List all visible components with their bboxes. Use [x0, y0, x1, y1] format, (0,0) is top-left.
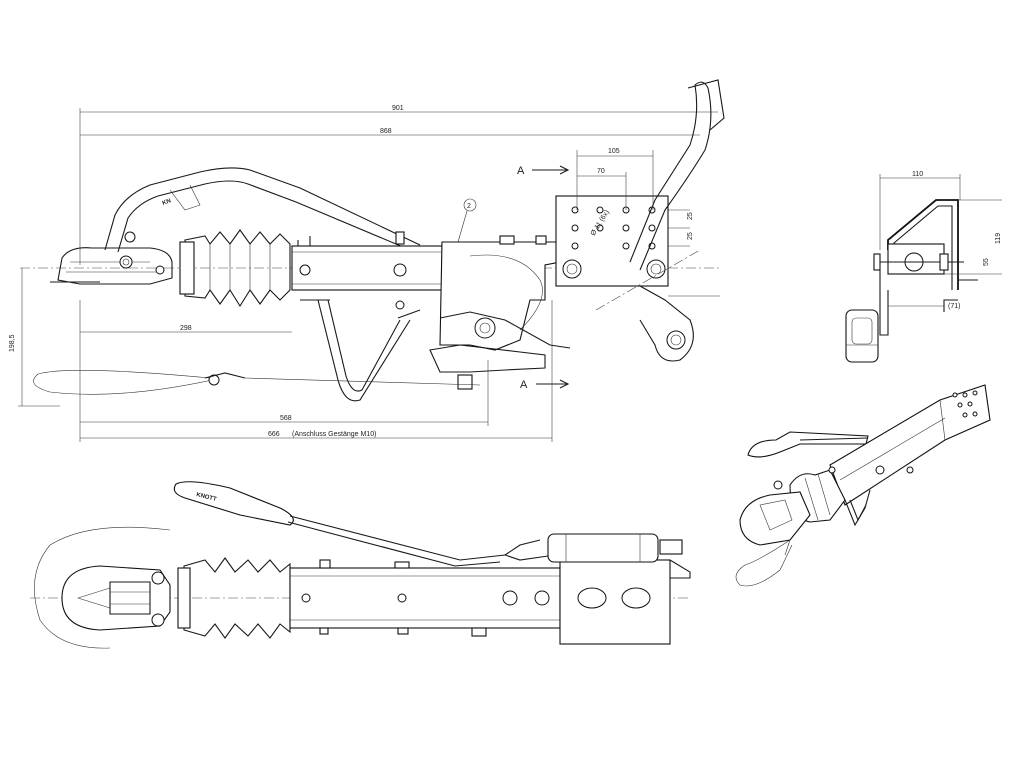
coupling-head — [50, 247, 173, 285]
dim-666-text: 666 — [268, 431, 280, 438]
iso-coupling-head — [739, 491, 811, 546]
knott-logo-top: KNOTT — [196, 492, 218, 503]
brake-housing-side — [395, 231, 571, 390]
dim-901: 901 — [79, 105, 718, 265]
bellows-side — [179, 229, 291, 308]
dim-119-text: 119 — [995, 233, 1002, 244]
dim-70-text: 70 — [597, 168, 605, 175]
top-view: KNOTT — [30, 481, 691, 649]
dim-198: 198,5 — [9, 268, 60, 407]
iso-drawbar — [829, 384, 991, 506]
dim-868-text: 868 — [380, 128, 392, 135]
damper-section — [845, 309, 879, 363]
dim-25a-text: 25 — [687, 212, 694, 220]
hand-brake-lever-top: KNOTT — [173, 481, 506, 567]
support-leg — [300, 299, 421, 402]
dim-71-text: (71) — [948, 303, 960, 310]
coupling-head-top — [61, 565, 171, 631]
dim-901-text: 901 — [392, 105, 404, 112]
dim-110-text: 110 — [912, 171, 923, 178]
drawbar-side — [291, 236, 443, 310]
mounting-plate-side — [555, 195, 701, 362]
dim-55-text: 55 — [983, 258, 990, 266]
iso-hand-lever — [747, 431, 869, 458]
dim-298: 298 — [80, 325, 292, 333]
bellows-top — [177, 557, 291, 639]
section-a-bottom-label: A — [520, 379, 528, 391]
drawbar-tube — [291, 245, 443, 291]
dim-298-text: 298 — [180, 325, 192, 332]
dim-868: 868 — [80, 128, 700, 136]
damper-top — [503, 533, 683, 563]
flange-plate-top — [559, 559, 671, 645]
hand-brake-lever-side — [629, 79, 725, 271]
mounting-plate-top — [559, 559, 691, 645]
dim-568-text: 568 — [280, 415, 292, 422]
section-view-a-a: 110 119 55 (71) — [845, 171, 1002, 363]
pivot-bolt — [474, 317, 496, 339]
dim-568: 568 — [80, 360, 489, 426]
dim-105-text: 105 — [608, 148, 620, 155]
coupling-ball-bolt — [119, 255, 133, 269]
section-a-top-label: A — [517, 165, 525, 177]
dim-198-text: 198,5 — [9, 334, 16, 352]
item-2-text: 2 — [467, 203, 471, 210]
dim-666-note: (Anschluss Gestänge M10) — [292, 431, 376, 438]
knott-logo-side: KN — [162, 198, 172, 207]
dim-25b-text: 25 — [687, 232, 694, 240]
item-callout-2: 2 — [457, 198, 477, 243]
breakaway-cable-top — [34, 526, 171, 649]
dim-666: 666 (Anschluss Gestänge M10) — [79, 300, 553, 442]
coupling-lever: KN — [104, 167, 421, 253]
drawbar-top — [289, 559, 561, 637]
isometric-view — [735, 384, 991, 587]
breakaway-cable-side — [33, 370, 481, 395]
side-view: 901 868 KN — [9, 79, 725, 442]
